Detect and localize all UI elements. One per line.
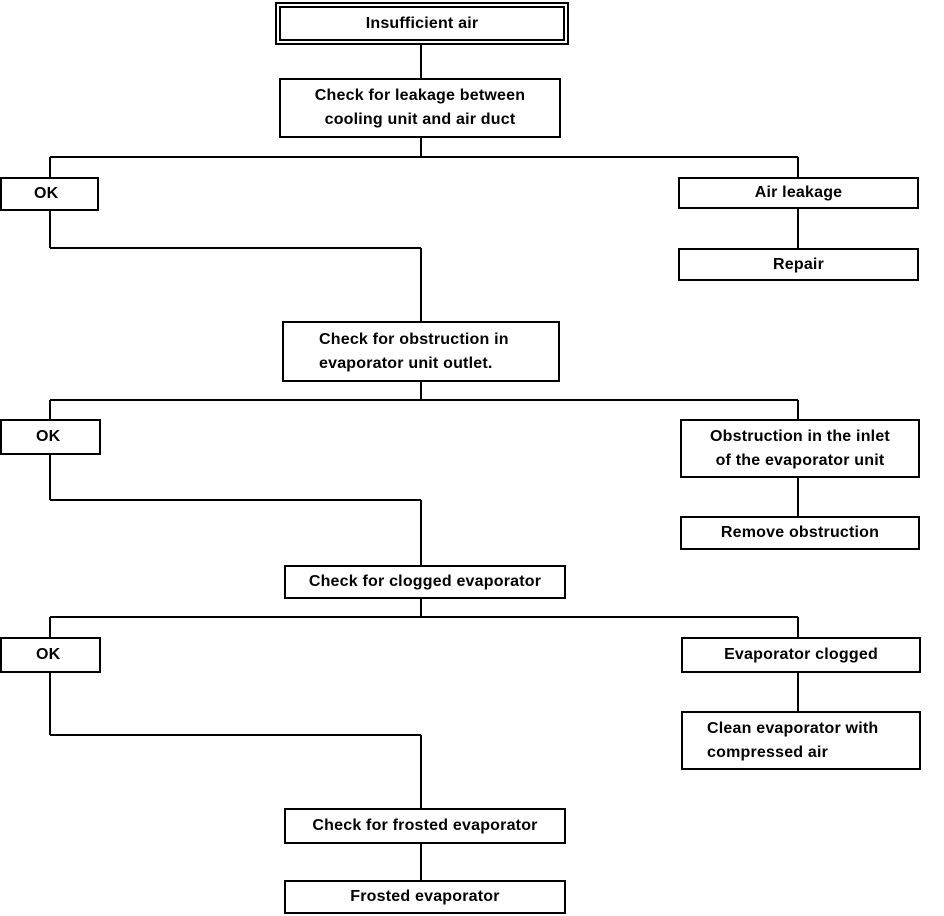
check-frosted-label: Check for frosted evaporator: [312, 817, 538, 834]
ok-box-1: OK: [0, 177, 99, 211]
remove-obstruction-label: Remove obstruction: [720, 524, 880, 541]
check-frosted-box: Check for frosted evaporator: [284, 808, 566, 844]
check-leakage-label: Check for leakage between cooling unit a…: [314, 87, 526, 128]
check-clogged-box: Check for clogged evaporator: [284, 565, 566, 599]
ok-box-3: OK: [0, 637, 101, 673]
evaporator-clogged-label: Evaporator clogged: [724, 646, 878, 663]
check-obstruction-box: Check for obstruction in evaporator unit…: [282, 321, 560, 382]
ok-label-2: OK: [36, 428, 61, 445]
clean-evaporator-box: Clean evaporator with compressed air: [681, 711, 921, 770]
ok-box-2: OK: [0, 419, 101, 455]
check-clogged-label: Check for clogged evaporator: [308, 573, 542, 590]
frosted-evaporator-box: Frosted evaporator: [284, 880, 566, 914]
air-leakage-label: Air leakage: [754, 184, 843, 201]
check-obstruction-label: Check for obstruction in evaporator unit…: [319, 330, 509, 372]
title-label: Insufficient air: [365, 14, 479, 32]
frosted-evaporator-label: Frosted evaporator: [350, 888, 500, 905]
repair-box: Repair: [678, 248, 919, 281]
ok-label-3: OK: [36, 646, 61, 663]
obstruction-fault-label: Obstruction in the inlet of the evaporat…: [710, 427, 890, 469]
clean-evaporator-label: Clean evaporator with compressed air: [707, 719, 879, 761]
repair-label: Repair: [773, 255, 824, 273]
check-leakage-box: Check for leakage between cooling unit a…: [279, 78, 561, 138]
title-box: Insufficient air: [275, 2, 569, 45]
ok-label-1: OK: [34, 185, 59, 202]
remove-obstruction-box: Remove obstruction: [680, 516, 920, 550]
obstruction-fault-box: Obstruction in the inlet of the evaporat…: [680, 419, 920, 478]
air-leakage-box: Air leakage: [678, 177, 919, 209]
evaporator-clogged-box: Evaporator clogged: [681, 637, 921, 673]
